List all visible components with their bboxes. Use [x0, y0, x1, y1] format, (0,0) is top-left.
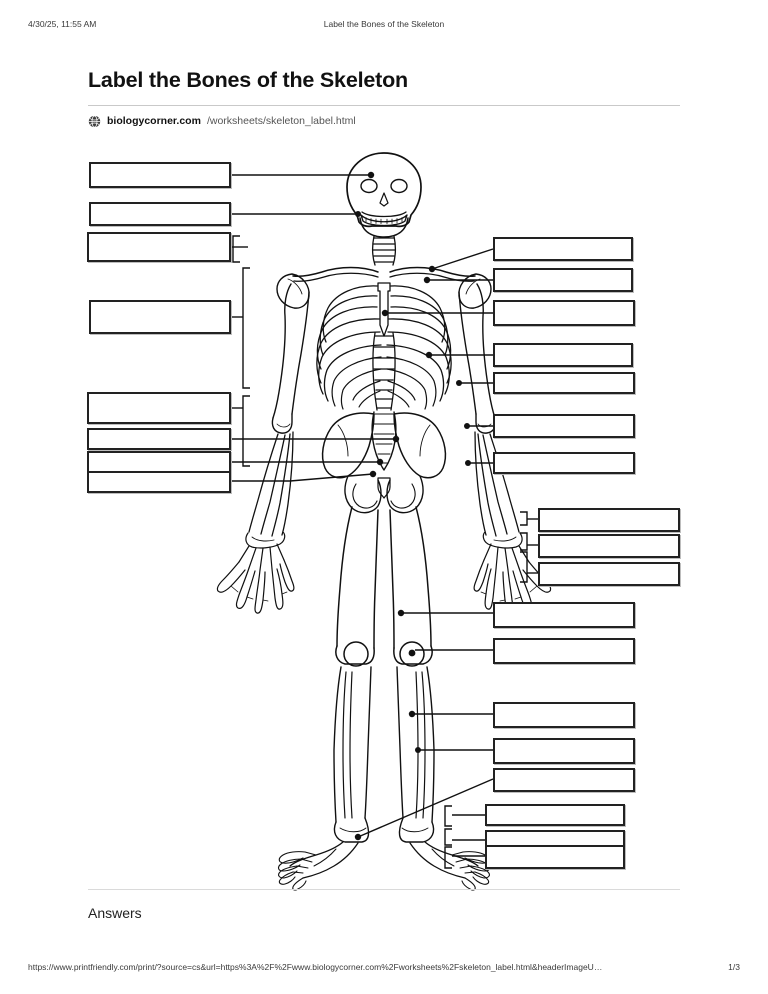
label-box[interactable] — [89, 202, 231, 226]
title-divider — [88, 105, 680, 106]
label-box[interactable] — [493, 768, 635, 792]
label-box[interactable] — [493, 237, 633, 261]
label-box[interactable] — [87, 451, 231, 473]
print-header: 4/30/25, 11:55 AM Label the Bones of the… — [0, 19, 768, 33]
page-title: Label the Bones of the Skeleton — [88, 68, 408, 92]
label-box[interactable] — [493, 414, 635, 438]
label-box[interactable] — [493, 452, 635, 474]
label-box[interactable] — [538, 534, 680, 558]
label-box[interactable] — [493, 702, 635, 728]
label-box[interactable] — [493, 372, 635, 394]
label-box[interactable] — [493, 268, 633, 292]
source-url-line[interactable]: biologycorner.com/worksheets/skeleton_la… — [88, 113, 356, 129]
label-box[interactable] — [493, 300, 635, 326]
source-path: /worksheets/skeleton_label.html — [206, 115, 356, 127]
print-header-title: Label the Bones of the Skeleton — [323, 19, 445, 29]
label-box[interactable] — [485, 804, 625, 826]
print-page-number: 1/3 — [728, 962, 740, 972]
label-box[interactable] — [89, 162, 231, 188]
label-box[interactable] — [87, 232, 231, 262]
source-domain: biologycorner.com — [107, 115, 201, 127]
label-box[interactable] — [87, 471, 231, 493]
label-box[interactable] — [89, 300, 231, 334]
label-box[interactable] — [87, 392, 231, 424]
print-footer-url: https://www.printfriendly.com/print/?sou… — [28, 962, 603, 972]
answers-heading: Answers — [88, 905, 142, 921]
answers-divider — [88, 889, 680, 890]
label-box[interactable] — [493, 602, 635, 628]
print-date: 4/30/25, 11:55 AM — [28, 19, 97, 29]
label-box[interactable] — [538, 508, 680, 532]
label-box[interactable] — [493, 343, 633, 367]
label-box[interactable] — [493, 738, 635, 764]
connector-lines — [231, 174, 538, 869]
label-box[interactable] — [87, 428, 231, 450]
connector-dots — [354, 171, 471, 841]
label-box[interactable] — [538, 562, 680, 586]
label-box[interactable] — [485, 845, 625, 869]
label-box[interactable] — [493, 638, 635, 664]
print-footer: https://www.printfriendly.com/print/?sou… — [0, 962, 768, 976]
globe-icon — [88, 114, 101, 128]
